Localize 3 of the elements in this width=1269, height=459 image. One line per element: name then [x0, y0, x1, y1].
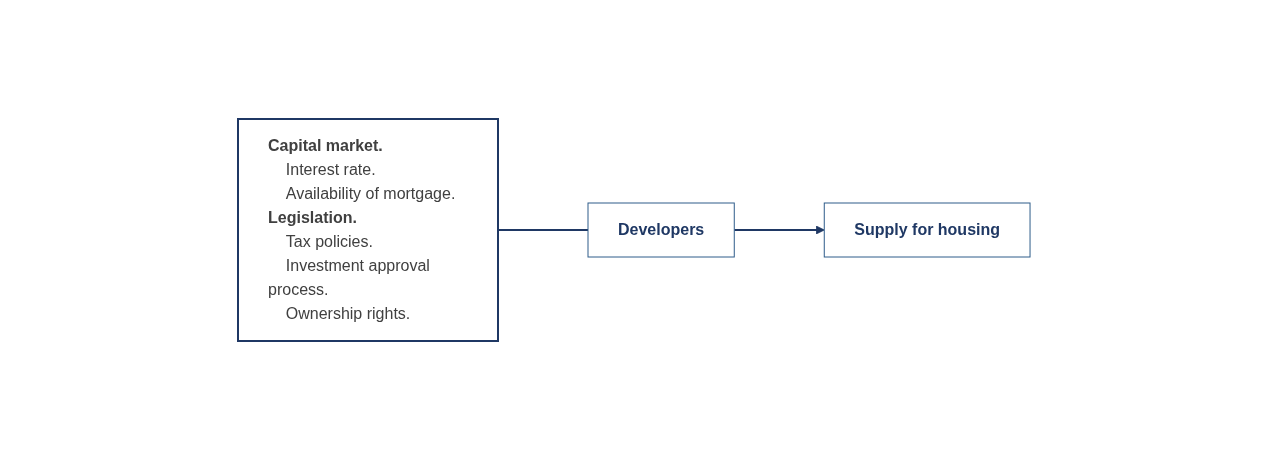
node-box: Capital market. Interest rate. Availability of mortgage. Legislation. Tax policies. Investment approval process. Ownership rights.: [237, 117, 500, 342]
node-box: Developers: [588, 202, 736, 257]
node-box: Supply for housing: [824, 202, 1031, 257]
